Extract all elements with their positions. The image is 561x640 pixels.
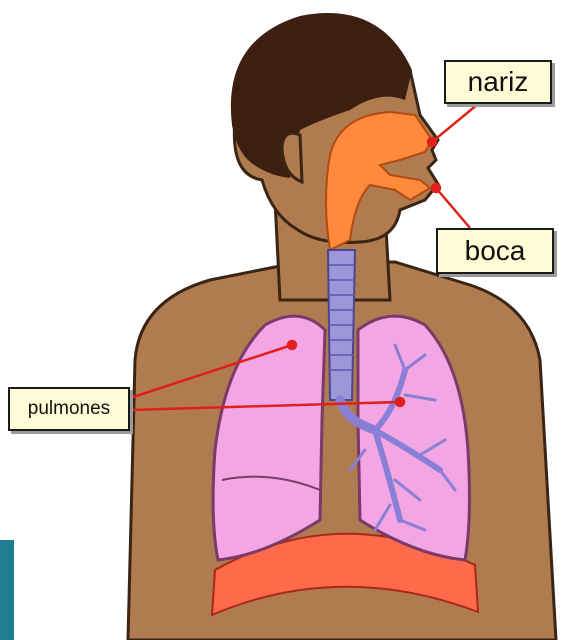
pointer-nariz [432,104,478,142]
corner-decoration [0,540,14,640]
label-pulmones: pulmones [8,387,130,431]
pointer-boca [436,188,470,228]
label-boca: boca [436,228,554,274]
label-nariz: nariz [444,60,552,104]
